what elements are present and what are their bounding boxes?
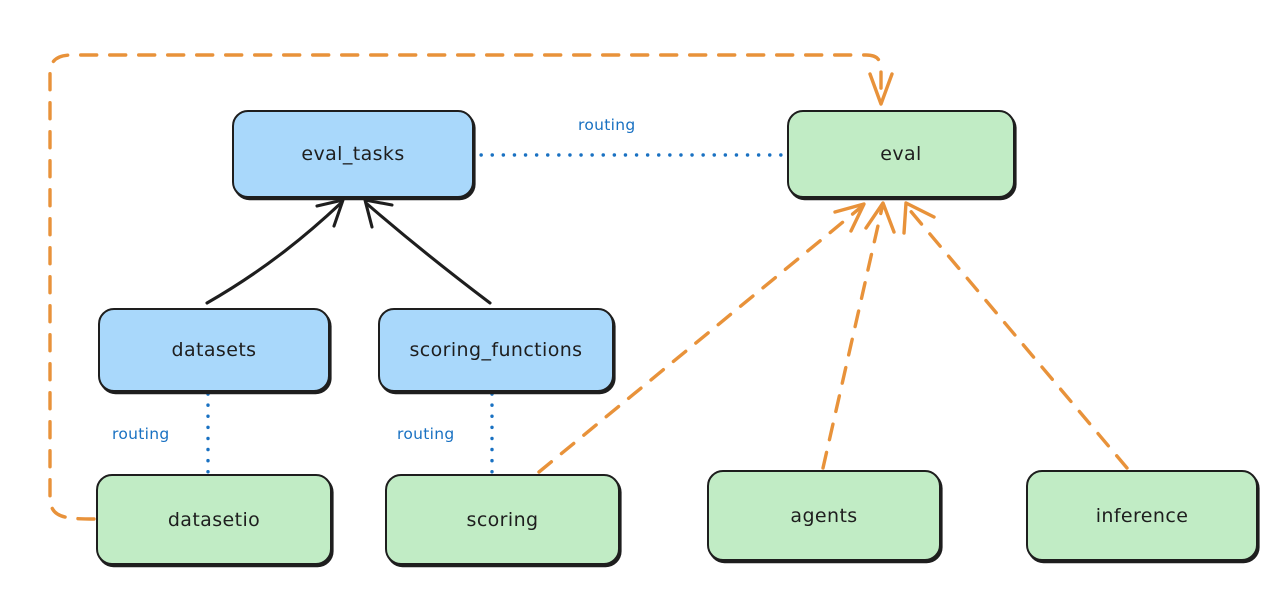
node-datasets[interactable]: datasets — [98, 308, 330, 392]
edge-scoring-functions-to-eval-tasks — [363, 198, 492, 305]
edge-datasets-to-eval-tasks — [205, 198, 345, 305]
node-label-scoring-functions: scoring_functions — [409, 339, 583, 361]
node-label-agents: agents — [790, 504, 858, 527]
edge-label-routing-datasets: routing — [112, 425, 170, 443]
node-inference[interactable]: inference — [1026, 470, 1258, 561]
node-label-eval-tasks: eval_tasks — [301, 143, 405, 165]
node-agents[interactable]: agents — [707, 470, 941, 561]
node-label-datasets: datasets — [171, 339, 257, 361]
edge-label-routing-scoring: routing — [397, 425, 455, 443]
node-label-datasetio: datasetio — [167, 508, 261, 531]
node-scoring[interactable]: scoring — [385, 474, 620, 565]
node-datasetio[interactable]: datasetio — [96, 474, 332, 565]
edge-scoring-to-eval — [537, 202, 866, 474]
node-eval-tasks[interactable]: eval_tasks — [232, 110, 474, 198]
node-eval[interactable]: eval — [787, 110, 1015, 198]
node-scoring-functions[interactable]: scoring_functions — [378, 308, 614, 392]
node-label-inference: inference — [1095, 504, 1189, 527]
edge-inference-to-eval — [902, 201, 1129, 470]
node-label-eval: eval — [880, 143, 922, 165]
edge-datasetio-to-eval — [48, 53, 894, 521]
node-label-scoring: scoring — [466, 508, 539, 531]
edge-label-routing-eval-tasks: routing — [578, 116, 636, 134]
edge-agents-to-eval — [821, 201, 896, 470]
